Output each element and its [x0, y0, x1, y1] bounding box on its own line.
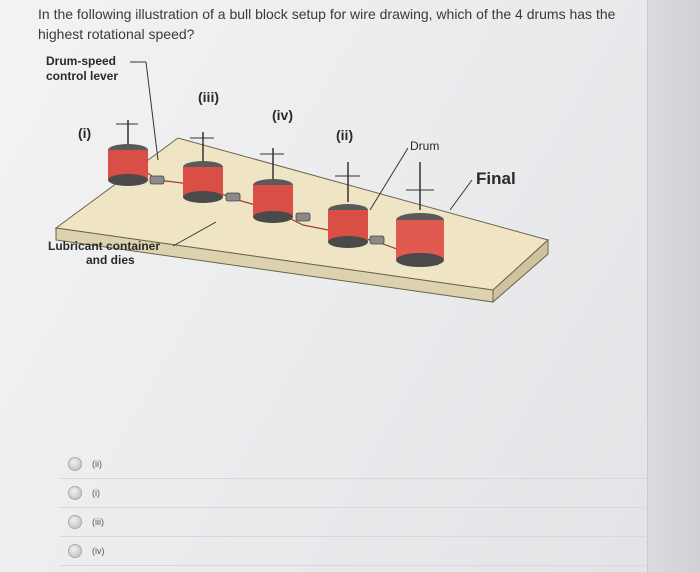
- bull-block-illustration: Drum-speed control lever (i) (iii) (iv) …: [38, 50, 598, 310]
- option-label: (iii): [92, 517, 104, 527]
- option-3[interactable]: (iii): [60, 508, 660, 537]
- label-final: Final: [476, 169, 516, 188]
- option-4[interactable]: (iv): [60, 537, 660, 566]
- bull-block-diagram: Drum-speed control lever (i) (iii) (iv) …: [46, 54, 550, 304]
- drum-iii: [183, 132, 223, 203]
- option-label: (i): [92, 488, 100, 498]
- label-drum-i: (i): [78, 125, 91, 141]
- radio-button[interactable]: [68, 544, 82, 558]
- platform-step: [492, 238, 549, 304]
- label-drum-speed-lever-2: control lever: [46, 69, 118, 83]
- answer-options: (ii) (i) (iii) (iv): [60, 450, 660, 566]
- question-line-1: In the following illustration of a bull …: [38, 6, 616, 22]
- question-text: In the following illustration of a bull …: [38, 4, 658, 44]
- label-lubricant-2: and dies: [86, 253, 135, 267]
- option-1[interactable]: (ii): [60, 450, 660, 479]
- label-drum-speed-lever-1: Drum-speed: [46, 54, 116, 68]
- option-label: (ii): [92, 459, 102, 469]
- drum-iv: [253, 148, 293, 223]
- question-line-2: highest rotational speed?: [38, 26, 195, 42]
- radio-button[interactable]: [68, 515, 82, 529]
- option-2[interactable]: (i): [60, 479, 660, 508]
- drum-final: [396, 162, 444, 267]
- label-drum: Drum: [410, 139, 439, 153]
- label-drum-iii: (iii): [198, 89, 219, 105]
- drum-ii: [328, 162, 368, 248]
- dies: [149, 175, 385, 245]
- drum-i: [108, 120, 148, 186]
- radio-button[interactable]: [68, 457, 82, 471]
- option-label: (iv): [92, 546, 105, 556]
- label-drum-iv: (iv): [272, 107, 293, 123]
- radio-button[interactable]: [68, 486, 82, 500]
- label-drum-ii: (ii): [336, 127, 353, 143]
- window-edge: [647, 0, 700, 572]
- label-lubricant-1: Lubricant container: [48, 239, 160, 253]
